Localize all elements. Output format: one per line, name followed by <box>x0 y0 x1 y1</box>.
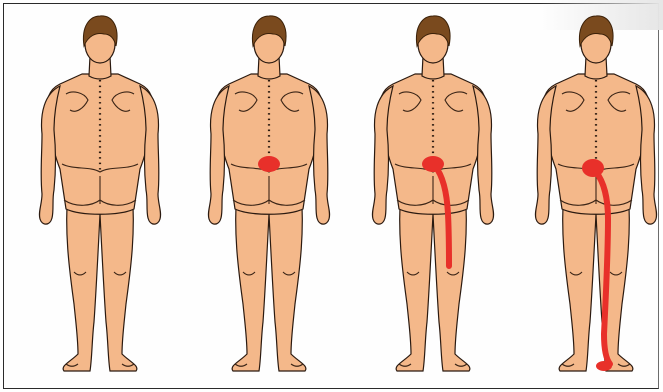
figure-2 <box>208 16 329 371</box>
figure-3 <box>372 16 493 371</box>
lower-back-pain-spot <box>258 156 280 172</box>
figure-4 <box>535 16 656 371</box>
foot-pain-spot <box>596 361 612 371</box>
figure-1 <box>39 16 160 371</box>
